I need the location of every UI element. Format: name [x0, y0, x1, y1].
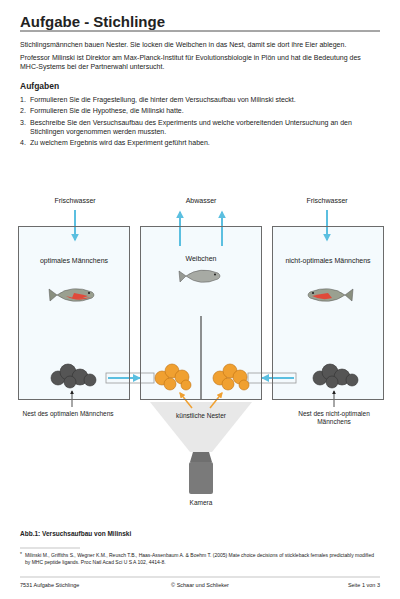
title-rule: [20, 31, 380, 32]
water-inflow: [75, 210, 327, 246]
real-nest: [51, 364, 358, 388]
intro-text: Stichlingsmännchen bauen Nester. Sie loc…: [20, 40, 375, 49]
nest-label: Nest des nicht-optimalen Männchens: [288, 410, 380, 427]
intro-text: Professor Milinski ist Direktor am Max-P…: [20, 53, 375, 71]
tank-label: optimales Männchens: [19, 257, 129, 266]
footer-rule: [20, 577, 380, 578]
footer-text: Seite 1 von 3: [260, 582, 380, 589]
list-number: 2.: [20, 106, 30, 115]
water-pipe: [106, 373, 296, 383]
task-text: Formulieren Sie die Fragestellung, die h…: [30, 95, 375, 104]
task-text: Beschreibe Sie den Versuchsaufbau des Ex…: [30, 118, 375, 136]
list-number: 1.: [20, 95, 30, 104]
footnote-text: Milinski M., Griffiths S., Wegner K.M., …: [25, 552, 380, 565]
task-text: Formulieren Sie die Hypothese, die Milin…: [30, 106, 375, 115]
camera-view: [150, 402, 252, 452]
camera: [189, 452, 213, 494]
footer-text: © Schaar und Schlieker: [140, 582, 260, 589]
footer-text: 7531 Aufgabe Stichlinge: [20, 582, 140, 589]
water-label: Frischwasser: [287, 196, 367, 205]
tank-label: nicht-optimales Männchens: [273, 257, 383, 266]
task-text: Zu welchem Ergebnis wird das Experiment …: [30, 138, 375, 147]
artificial-nest: [155, 364, 249, 390]
tank-label: Weibchen: [141, 255, 261, 264]
water-flow-arrow: [130, 377, 140, 379]
nest-label: Nest des optimalen Männchens: [22, 410, 114, 418]
footnote-rule: [20, 548, 80, 549]
aquarium-tank: nicht-optimales Männchens: [272, 226, 384, 400]
water-label: Abwasser: [161, 196, 241, 205]
aquarium-tank: optimales Männchens: [18, 226, 130, 400]
water-label: Frischwasser: [35, 196, 115, 205]
nest-label: künstliche Nester: [161, 412, 241, 420]
pipe-flow: [108, 377, 294, 379]
tank-water: [272, 226, 384, 400]
list-number: 3.: [20, 118, 30, 127]
aquarium-tank: Weibchen: [140, 226, 262, 400]
page-title: Aufgabe - Stichlinge: [20, 12, 165, 32]
camera-label: Kamera: [171, 499, 231, 507]
water-flow-arrow: [262, 377, 272, 379]
female-fish: [179, 270, 220, 282]
tank-water: [140, 226, 262, 400]
divider-wall: [200, 316, 202, 400]
list-number: 4.: [20, 138, 30, 147]
tank-water: [18, 226, 130, 400]
section-heading: Aufgaben: [20, 81, 220, 92]
figure-caption: Abb.1: Versuchsaufbau von Milinski: [20, 530, 131, 538]
male-fish: [49, 289, 353, 302]
